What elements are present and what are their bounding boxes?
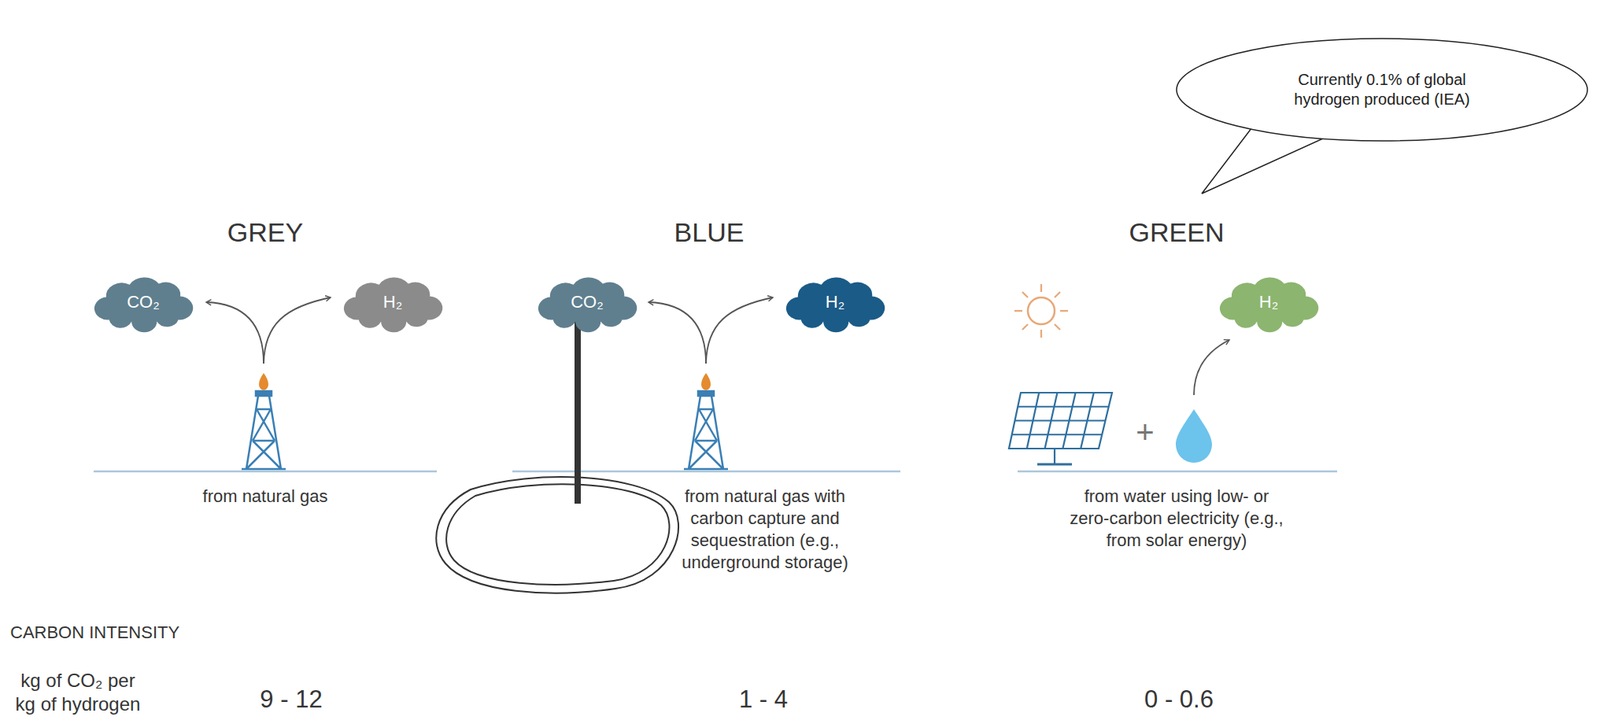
column-heading: GREEN [1129, 215, 1225, 250]
cloud-shape [538, 277, 637, 333]
h2-cloud: H₂ [786, 276, 884, 329]
node-text: CO₂ [570, 291, 604, 314]
flow-arrow [206, 302, 264, 364]
node-text: CO₂ [126, 291, 160, 314]
gas-well [683, 373, 728, 470]
panel-grid [1017, 406, 1109, 408]
gas-well [241, 373, 286, 470]
sun-ray [1054, 324, 1061, 330]
cloud-shape [1219, 277, 1319, 333]
cloud-shape [343, 277, 443, 333]
solar-panel [1008, 392, 1113, 465]
sun-ray [1040, 329, 1043, 338]
sun-ray [1054, 291, 1061, 298]
h2-cloud: H₂ [343, 276, 442, 329]
column-heading: GREY [227, 215, 304, 250]
sun-ray [1060, 310, 1068, 312]
ground-line [512, 470, 901, 473]
panel-grid [1015, 419, 1106, 422]
flow-arrow [648, 302, 706, 364]
h2-cloud: H₂ [1219, 276, 1318, 329]
node-text: H₂ [825, 291, 845, 314]
node-text: Currently 0.1% of global hydrogen produc… [1267, 70, 1497, 110]
callout-ellipse [1176, 38, 1588, 141]
intensity-value: 0 - 0.6 [1144, 683, 1214, 715]
water-drop [1175, 409, 1213, 463]
injection-pipe [574, 314, 581, 504]
flow-arrow [1193, 339, 1230, 396]
cloud-shape [786, 277, 885, 333]
method-description: from natural gas with carbon capture and… [658, 485, 872, 574]
plus-sign: + [1135, 412, 1154, 453]
unit-label: kg of CO₂ per kg of hydrogen [10, 668, 146, 717]
intensity-value: 9 - 12 [259, 683, 322, 715]
ground-line [93, 470, 437, 473]
sun-ray [1022, 291, 1028, 298]
sun-ray [1022, 324, 1028, 330]
storage-reservoir [436, 476, 679, 594]
co2-cloud: CO₂ [538, 276, 636, 329]
callout-bubble: Currently 0.1% of global hydrogen produc… [1175, 37, 1589, 142]
cloud-shape [94, 277, 193, 333]
sun-ray [1040, 284, 1043, 292]
intensity-value: 1 - 4 [739, 683, 788, 715]
method-description: from water using low- or zero-carbon ele… [1062, 485, 1291, 552]
callout-bubble-outline [1175, 37, 1589, 142]
co2-cloud: CO₂ [94, 276, 193, 329]
flow-arrow [263, 297, 331, 364]
node-text: H₂ [383, 291, 403, 314]
storage-reservoir [446, 484, 669, 585]
node-text: H₂ [1259, 291, 1279, 314]
column-heading: BLUE [674, 215, 745, 250]
sun-icon [1014, 284, 1068, 338]
method-description: from natural gas [139, 485, 392, 508]
row-heading: CARBON INTENSITY [10, 621, 180, 644]
flow-arrow [705, 297, 773, 364]
ground-line [1017, 470, 1338, 473]
sun-ray [1014, 310, 1023, 312]
panel-grid [1012, 433, 1103, 436]
